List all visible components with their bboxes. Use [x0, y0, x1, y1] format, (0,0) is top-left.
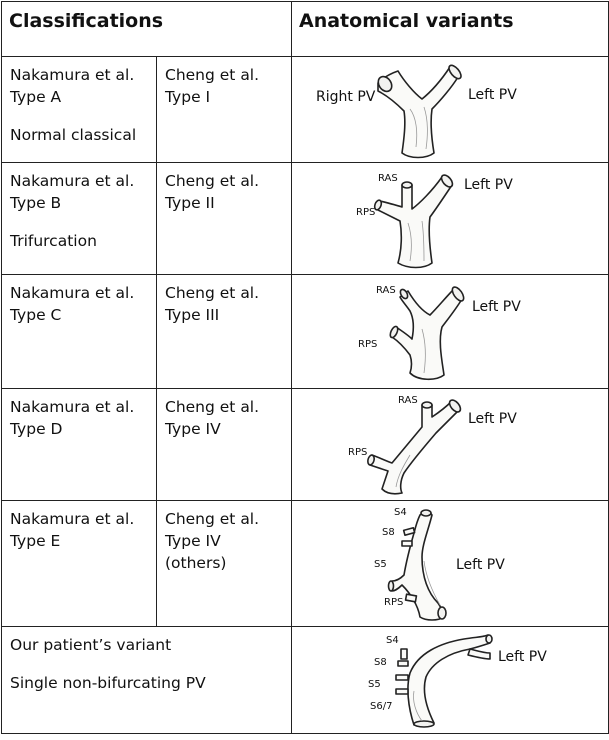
table-row-type-b: Nakamura et al. Type B Trifurcation Chen…: [1, 162, 609, 275]
portal-vein-type-e-drawing: S4 S8 S5 RPS Left PV: [374, 507, 505, 621]
patient-variant-title: Our patient’s variant: [10, 636, 172, 654]
variant-figure-cell: RAS RPS Left PV: [291, 388, 609, 501]
nakamura-author: Nakamura et al.: [10, 398, 135, 416]
variant-figure-cell: S4 S8 S5 RPS Left PV: [291, 500, 609, 627]
nakamura-note: Normal classical: [10, 126, 137, 144]
nakamura-cell: Nakamura et al. Type B Trifurcation: [1, 162, 157, 275]
nakamura-author: Nakamura et al.: [10, 284, 135, 302]
header-row: Classifications Anatomical variants: [1, 1, 609, 57]
nakamura-type: Type A: [10, 88, 62, 106]
portal-vein-type-a-drawing: Right PV Left PV: [316, 64, 517, 159]
patient-variant-note: Single non-bifurcating PV: [10, 674, 206, 692]
nakamura-note: Trifurcation: [10, 232, 97, 250]
cheng-cell: Cheng et al. Type II: [156, 162, 292, 275]
cheng-author: Cheng et al.: [165, 172, 260, 190]
cheng-type: Type IV: [165, 420, 221, 438]
table-row-patient-variant: Our patient’s variant Single non-bifurca…: [1, 626, 609, 734]
cheng-cell: Cheng et al. Type I: [156, 56, 292, 163]
portal-vein-type-c-drawing: RAS RPS Left PV: [358, 285, 521, 381]
variant-figure-cell: Right PV Left PV: [291, 56, 609, 163]
cheng-cell: Cheng et al. Type IV: [156, 388, 292, 501]
variant-figure-cell: RAS RPS Left PV: [291, 162, 609, 275]
cheng-author: Cheng et al.: [165, 398, 260, 416]
anatomical-variants-header: Anatomical variants: [291, 1, 609, 57]
s5-label: S5: [368, 679, 381, 690]
nakamura-cell: Nakamura et al. Type A Normal classical: [1, 56, 157, 163]
rps-label: RPS: [348, 447, 367, 458]
rps-label: RPS: [358, 339, 377, 350]
nakamura-author: Nakamura et al.: [10, 66, 135, 84]
nakamura-type: Type D: [10, 420, 63, 438]
s4-label: S4: [386, 635, 399, 646]
left-pv-label: Left PV: [472, 299, 521, 315]
s8-label: S8: [374, 657, 387, 668]
left-pv-label: Left PV: [456, 557, 505, 573]
cheng-type: Type IV: [165, 532, 221, 550]
nakamura-author: Nakamura et al.: [10, 172, 135, 190]
table-row-type-d: Nakamura et al. Type D Cheng et al. Type…: [1, 388, 609, 501]
nakamura-type: Type C: [10, 306, 62, 324]
cheng-author: Cheng et al.: [165, 510, 260, 528]
left-pv-label: Left PV: [498, 649, 547, 665]
nakamura-author: Nakamura et al.: [10, 510, 135, 528]
cheng-type: Type I: [165, 88, 211, 106]
left-pv-label: Left PV: [468, 87, 517, 103]
rps-label: RPS: [356, 207, 375, 218]
cheng-cell: Cheng et al. Type IV (others): [156, 500, 292, 627]
patient-variant-cell: Our patient’s variant Single non-bifurca…: [1, 626, 292, 734]
variant-figure-cell: RAS RPS Left PV: [291, 274, 609, 389]
cheng-author: Cheng et al.: [165, 284, 260, 302]
table-row-type-c: Nakamura et al. Type C Cheng et al. Type…: [1, 274, 609, 389]
left-pv-label: Left PV: [464, 177, 513, 193]
right-pv-label: Right PV: [316, 89, 376, 105]
cheng-cell: Cheng et al. Type III: [156, 274, 292, 389]
nakamura-cell: Nakamura et al. Type C: [1, 274, 157, 389]
cheng-author: Cheng et al.: [165, 66, 260, 84]
nakamura-type: Type B: [10, 194, 62, 212]
portal-vein-patient-drawing: S4 S8 S5 S6/7 Left PV: [368, 634, 547, 728]
table-row-type-a: Nakamura et al. Type A Normal classical …: [1, 56, 609, 163]
rps-label: RPS: [384, 597, 403, 608]
cheng-type: Type II: [165, 194, 215, 212]
cheng-type: Type III: [165, 306, 220, 324]
left-pv-label: Left PV: [468, 411, 517, 427]
variant-figure-cell: S4 S8 S5 S6/7 Left PV: [291, 626, 609, 734]
nakamura-cell: Nakamura et al. Type D: [1, 388, 157, 501]
portal-vein-type-d-drawing: RAS RPS Left PV: [348, 395, 517, 495]
portal-vein-type-b-drawing: RAS RPS Left PV: [356, 173, 513, 269]
ras-label: RAS: [378, 173, 398, 184]
s5-label: S5: [374, 559, 387, 570]
nakamura-type: Type E: [10, 532, 61, 550]
table-row-type-e: Nakamura et al. Type E Cheng et al. Type…: [1, 500, 609, 627]
s4-label: S4: [394, 507, 407, 518]
s67-label: S6/7: [370, 701, 392, 712]
ras-label: RAS: [398, 395, 418, 406]
s8-label: S8: [382, 527, 395, 538]
classifications-header: Classifications: [1, 1, 292, 57]
cheng-note: (others): [165, 554, 227, 572]
nakamura-cell: Nakamura et al. Type E: [1, 500, 157, 627]
ras-label: RAS: [376, 285, 396, 296]
